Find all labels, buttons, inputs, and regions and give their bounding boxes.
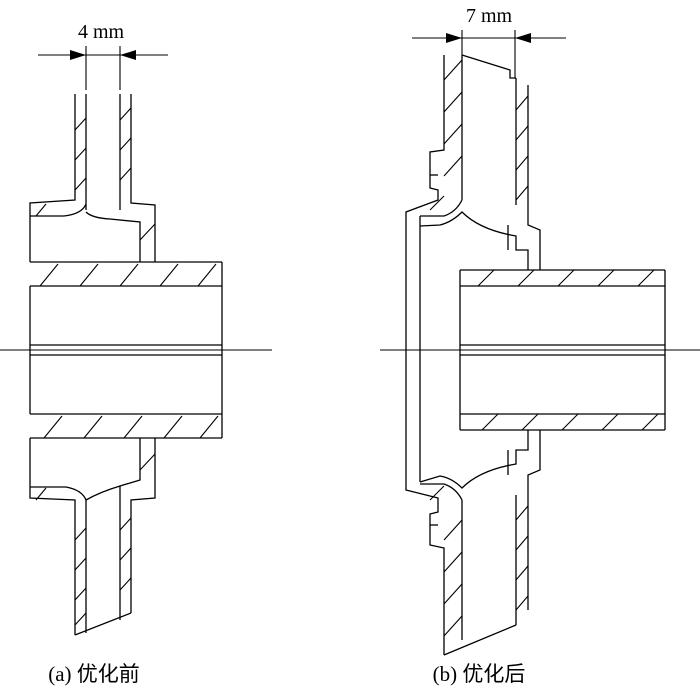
hatch-lower-b xyxy=(429,485,529,637)
outlet-upper-a xyxy=(29,94,223,438)
outlet-lower-a xyxy=(29,438,156,636)
hatch-lower-a xyxy=(35,453,156,626)
impeller-a: 4 mm xyxy=(0,21,272,686)
hub-bottom-a xyxy=(30,413,222,439)
hatch-upper-b xyxy=(429,59,529,211)
outlet-upper-b xyxy=(405,54,541,655)
outlet-lower-b xyxy=(419,430,541,656)
bore-a xyxy=(29,286,222,414)
hub-b xyxy=(459,269,666,431)
caption-a: (a) 优化前 xyxy=(48,662,140,686)
dimension-a: 4 mm xyxy=(38,21,168,90)
dimension-label-b: 7 mm xyxy=(466,5,513,27)
caption-b: (b) 优化后 xyxy=(433,662,526,686)
dimension-b: 7 mm xyxy=(412,5,566,78)
hatch-upper-a xyxy=(35,107,156,241)
impeller-b: 7 mm xyxy=(380,5,700,686)
hub-top-a xyxy=(30,263,222,287)
dimension-label-a: 4 mm xyxy=(78,21,125,43)
